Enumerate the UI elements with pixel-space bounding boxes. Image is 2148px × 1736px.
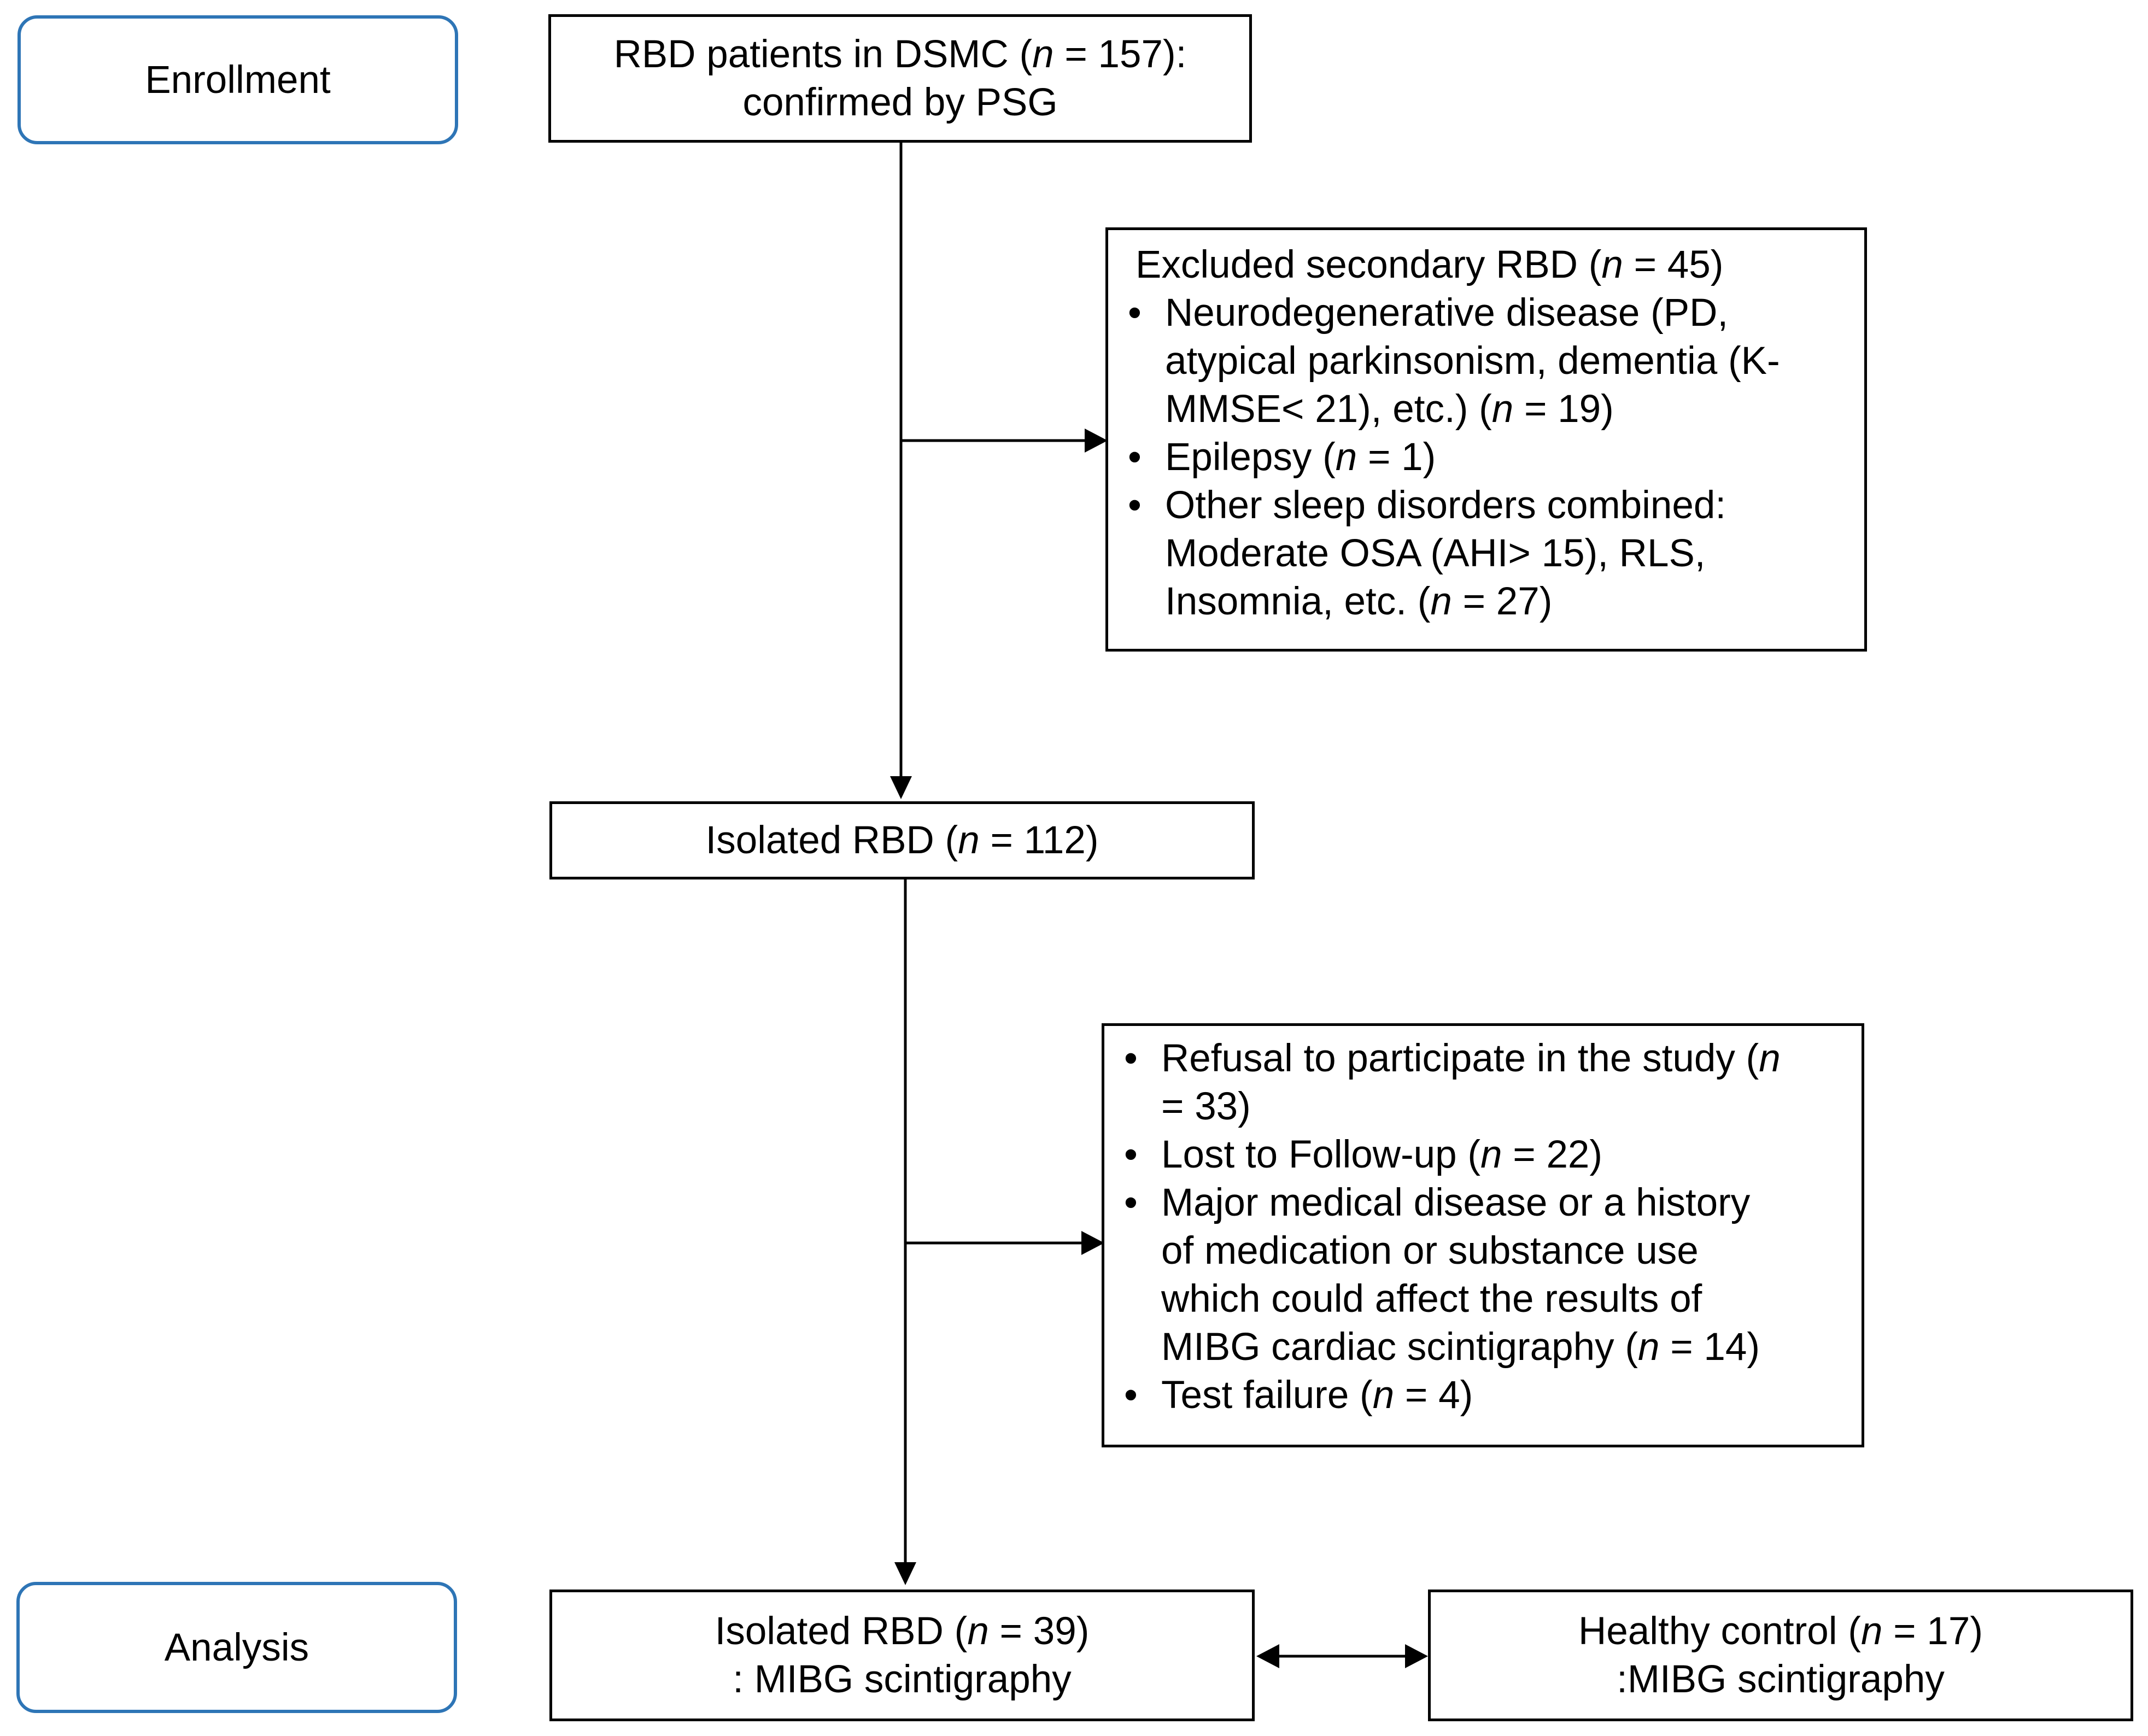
isolated-112-text: Isolated RBD (n = 112) [706,817,1099,865]
box-excluded-second: • Refusal to participate in the study (n… [1102,1023,1864,1447]
item-line: Lost to Follow-up (n = 22) [1161,1131,1851,1179]
isolated-39-line1: Isolated RBD (n = 39) [715,1608,1090,1656]
item-n: n [1491,388,1514,431]
excluded-secondary-item: • Other sleep disorders combined: Modera… [1108,482,1853,626]
bullet-glyph: • [1128,291,1142,335]
bullet-glyph: • [1124,1181,1138,1224]
stage-enrollment: Enrollment [17,15,458,144]
item-n: n [1759,1037,1781,1080]
item-text-pre: Epilepsy ( [1165,436,1336,479]
excluded-second-list: • Refusal to participate in the study (n… [1104,1035,1851,1420]
stage-enrollment-label: Enrollment [145,58,331,102]
healthy-control-pre: Healthy control ( [1578,1609,1861,1653]
stage-analysis: Analysis [16,1582,457,1713]
item-line: which could affect the results of [1161,1277,1702,1321]
item-text-post: = 14) [1659,1326,1760,1369]
box-isolated-rbd-39: Isolated RBD (n = 39) : MIBG scintigraph… [549,1590,1255,1721]
arrowhead-excluded-secondary [1085,429,1108,453]
rbd-patients-line2: confirmed by PSG [742,80,1058,124]
arrowhead-isolated-39 [894,1562,916,1585]
arrowhead-excluded-second [1081,1231,1104,1255]
item-line: Moderate OSA (AHI> 15), RLS, [1165,532,1706,575]
item-line: Major medical disease or a history [1161,1181,1751,1224]
item-text-pre: Lost to Follow-up ( [1161,1133,1481,1176]
item-n: n [1430,580,1452,623]
item-text-post: = 1) [1357,436,1436,479]
bullet-glyph: • [1124,1133,1138,1176]
box-healthy-control: Healthy control (n = 17) :MIBG scintigra… [1428,1590,2133,1721]
box-isolated-rbd-112: Isolated RBD (n = 112) [549,801,1255,879]
excluded-secondary-list: • Neurodegenerative disease (PD, atypica… [1108,289,1853,626]
rbd-patients-text-post: = 157): [1053,32,1187,76]
bullet-glyph: • [1124,1037,1138,1080]
healthy-control-post: = 17) [1882,1609,1983,1653]
item-text-pre: Refusal to participate in the study ( [1161,1037,1759,1080]
item-line: MIBG cardiac scintigraphy (n = 14) [1161,1323,1851,1371]
arrowhead-isolated-112 [890,776,912,799]
healthy-control-n: n [1860,1609,1883,1653]
excluded-secondary-heading-pre: Excluded secondary RBD ( [1136,243,1602,286]
item-line: atypical parkinsonism, dementia (K- [1165,339,1780,383]
item-text-post: = 4) [1394,1374,1473,1417]
healthy-control-line2: :MIBG scintigraphy [1617,1657,1945,1701]
isolated-112-pre: Isolated RBD ( [705,818,958,862]
item-text-pre: MIBG cardiac scintigraphy ( [1161,1326,1638,1369]
item-line: Test failure (n = 4) [1161,1371,1851,1420]
excluded-secondary-item: • Epilepsy (n = 1) [1108,433,1853,482]
item-text-post: = 27) [1451,580,1553,623]
item-text-pre: MMSE< 21), etc.) ( [1165,388,1492,431]
excluded-second-item: • Major medical disease or a history of … [1104,1179,1851,1371]
item-text-post: = 19) [1513,388,1614,431]
item-text-pre: Test failure ( [1161,1374,1373,1417]
item-line: Epilepsy (n = 1) [1165,433,1853,482]
item-n: n [1372,1374,1395,1417]
item-line: Other sleep disorders combined: [1165,484,1726,527]
healthy-control-line1: Healthy control (n = 17) [1578,1608,1983,1656]
excluded-secondary-item: • Neurodegenerative disease (PD, atypica… [1108,289,1853,433]
stage-analysis-label: Analysis [164,1626,309,1669]
rbd-patients-line1: RBD patients in DSMC (n = 157): [614,31,1187,79]
excluded-second-item: • Lost to Follow-up (n = 22) [1104,1131,1851,1179]
item-text-pre: Insomnia, etc. ( [1165,580,1431,623]
box-excluded-secondary: Excluded secondary RBD (n = 45) • Neurod… [1105,227,1867,652]
bullet-glyph: • [1128,436,1142,479]
isolated-39-pre: Isolated RBD ( [715,1609,968,1653]
item-line: Insomnia, etc. (n = 27) [1165,578,1853,626]
excluded-secondary-heading-n: n [1601,243,1623,286]
arrowhead-comparison-left [1256,1644,1279,1668]
excluded-secondary-heading-post: = 45) [1623,243,1724,286]
isolated-39-post: = 39) [988,1609,1090,1653]
bullet-glyph: • [1128,484,1142,527]
excluded-secondary-heading: Excluded secondary RBD (n = 45) [1136,241,1853,289]
arrowhead-comparison-right [1405,1644,1428,1668]
item-line: Refusal to participate in the study (n [1161,1035,1851,1083]
rbd-patients-text-pre: RBD patients in DSMC ( [613,32,1033,76]
isolated-39-n: n [967,1609,989,1653]
isolated-112-post: = 112) [979,818,1099,862]
box-rbd-patients: RBD patients in DSMC (n = 157): confirme… [548,14,1252,143]
item-n: n [1335,436,1357,479]
item-line: of medication or substance use [1161,1229,1699,1272]
item-n: n [1480,1133,1502,1176]
rbd-patients-n: n [1032,32,1054,76]
isolated-112-n: n [958,818,980,862]
item-text-post: = 22) [1502,1133,1603,1176]
excluded-second-item: • Refusal to participate in the study (n… [1104,1035,1851,1131]
excluded-second-item: • Test failure (n = 4) [1104,1371,1851,1420]
isolated-39-line2: : MIBG scintigraphy [733,1657,1072,1701]
item-line: Neurodegenerative disease (PD, [1165,291,1729,335]
bullet-glyph: • [1124,1374,1138,1417]
item-line: MMSE< 21), etc.) (n = 19) [1165,385,1853,433]
item-n: n [1638,1326,1660,1369]
item-line: = 33) [1161,1085,1251,1128]
